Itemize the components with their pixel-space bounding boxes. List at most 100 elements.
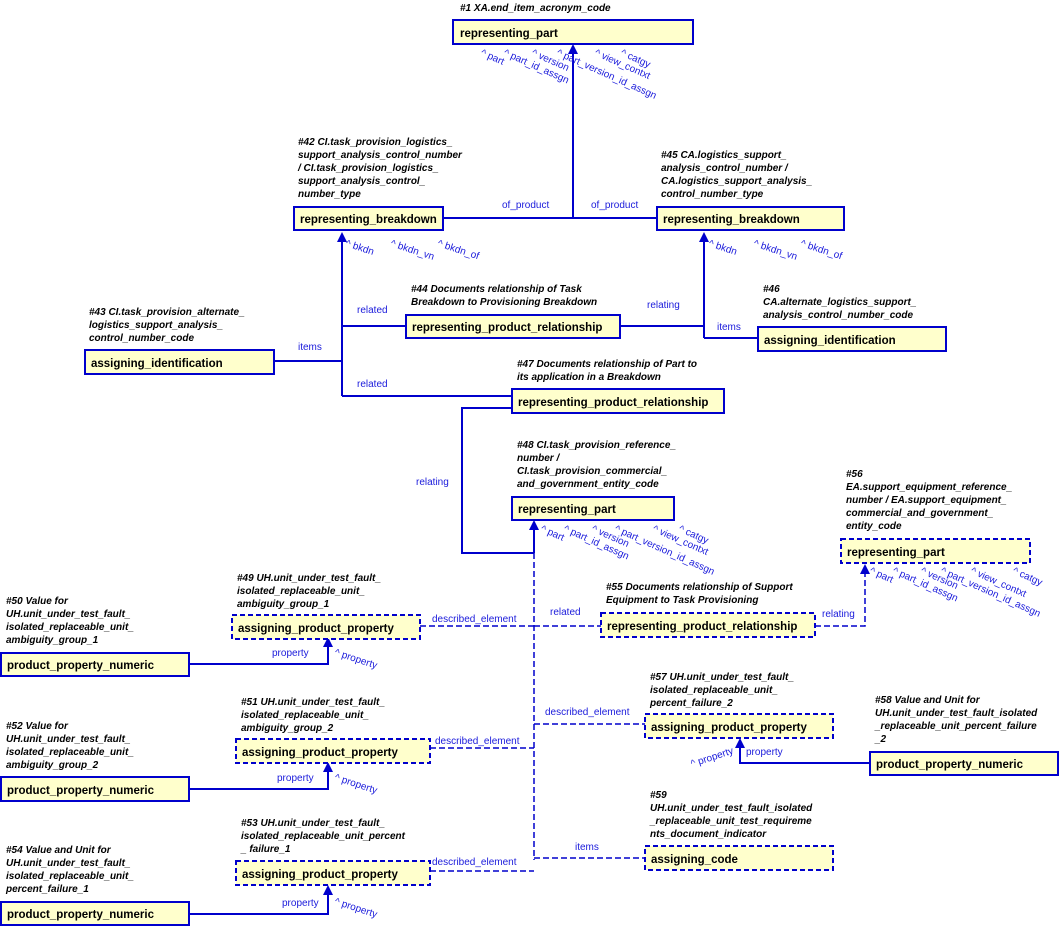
entity-product-property-numeric-50[interactable]: product_property_numeric xyxy=(0,652,190,677)
note-line: UH.unit_under_test_fault_isolated xyxy=(650,803,813,814)
label-described-element: described_element xyxy=(435,736,520,747)
label-of-product: of_product xyxy=(591,200,638,211)
note-line: percent_failure_2 xyxy=(649,698,733,709)
entity-assigning-identification-43[interactable]: assigning_identification xyxy=(84,349,275,375)
note-53: #53 UH.unit_under_test_fault_ isolated_re… xyxy=(240,818,406,855)
label-property: property xyxy=(282,898,319,909)
entity-product-property-numeric-54[interactable]: product_property_numeric xyxy=(0,901,190,926)
label-relating: relating xyxy=(822,609,855,620)
note-line: and_government_entity_code xyxy=(517,479,659,490)
label-related: related xyxy=(357,305,388,316)
note-line: isolated_replaceable_unit_percent xyxy=(241,831,406,842)
note-line: ambiguity_group_2 xyxy=(241,723,334,734)
entity-assigning-code-59[interactable]: assigning_code xyxy=(644,845,834,871)
label-relating: relating xyxy=(647,300,680,311)
note-line: CI.task_provision_commercial_ xyxy=(517,466,668,477)
note-line: isolated_replaceable_unit_ xyxy=(6,871,134,882)
label-property: property xyxy=(272,648,309,659)
label-inverse-bkdn-of: ^ bkdn_of xyxy=(436,238,481,262)
label-inverse-property: ^ property xyxy=(333,647,378,671)
entity-representing-breakdown-45[interactable]: representing_breakdown xyxy=(656,206,845,231)
note-line: _replaceable_unit_test_requireme xyxy=(649,816,812,827)
note-line: isolated_replaceable_unit_ xyxy=(650,685,778,696)
entity-label: assigning_identification xyxy=(91,358,223,370)
note-51: #51 UH.unit_under_test_fault_isolated_re… xyxy=(241,697,385,734)
note-line: #50 Value for xyxy=(6,596,69,607)
note-42: #42 CI.task_provision_logistics_ support_… xyxy=(297,137,463,200)
note-line: CA.logistics_support_analysis_ xyxy=(661,176,813,187)
note-line: analysis_control_number_code xyxy=(763,310,913,321)
label-inverse-property: ^ property xyxy=(333,896,378,920)
note-45: #45 CA.logistics_support_analysis_contro… xyxy=(661,150,813,200)
note-line: #44 Documents relationship of Task xyxy=(411,284,582,295)
note-line: #54 Value and Unit for xyxy=(6,845,112,856)
entity-label: assigning_product_property xyxy=(238,623,395,635)
entity-assigning-identification-46[interactable]: assigning_identification xyxy=(757,326,947,352)
entity-assigning-product-property-57[interactable]: assigning_product_property xyxy=(644,713,834,739)
entity-representing-product-relationship-47[interactable]: representing_product_relationship xyxy=(511,388,725,414)
note-line: EA.support_equipment_reference_ xyxy=(846,482,1013,493)
note-line: UH.unit_under_test_fault_ xyxy=(6,858,131,869)
note-49: #49 UH.unit_under_test_fault_isolated_re… xyxy=(237,573,381,610)
note-line: #59 xyxy=(650,790,667,801)
label-inverse-property: ^ property xyxy=(690,746,735,770)
entity-product-property-numeric-58[interactable]: product_property_numeric xyxy=(869,751,1059,776)
label-inverse-bkdn-vn: ^ bkdn_vn xyxy=(389,238,435,262)
note-line: entity_code xyxy=(846,521,902,532)
note-line: control_number_type xyxy=(661,189,764,200)
note-57: #57 UH.unit_under_test_fault_isolated_re… xyxy=(649,672,794,709)
entity-product-property-numeric-52[interactable]: product_property_numeric xyxy=(0,776,190,802)
note-line: support_analysis_control_number xyxy=(298,150,463,161)
entity-representing-product-relationship-44[interactable]: representing_product_relationship xyxy=(405,314,621,339)
label-inverse-bkdn-of: ^ bkdn_of xyxy=(799,238,844,262)
note-line: #46 xyxy=(763,284,780,295)
entity-assigning-product-property-49[interactable]: assigning_product_property xyxy=(231,614,421,640)
note-line: #49 UH.unit_under_test_fault_ xyxy=(237,573,381,584)
entity-representing-part-48[interactable]: representing_part xyxy=(511,496,675,521)
note-line: logistics_support_analysis_ xyxy=(89,320,223,331)
note-line: number / xyxy=(517,453,560,464)
label-inverse-bkdn-vn: ^ bkdn_vn xyxy=(752,238,798,262)
label-described-element: described_element xyxy=(432,614,517,625)
note-line: #48 CI.task_provision_reference_ xyxy=(517,440,676,451)
entity-representing-breakdown-42[interactable]: representing_breakdown xyxy=(293,206,444,231)
entity-representing-product-relationship-55[interactable]: representing_product_relationship xyxy=(600,612,816,638)
label-described-element: described_element xyxy=(432,857,517,868)
note-line: number / EA.support_equipment_ xyxy=(846,495,1007,506)
entity-label: assigning_product_property xyxy=(242,869,399,881)
entity-label: representing_breakdown xyxy=(663,214,800,226)
note-line: #42 CI.task_provision_logistics_ xyxy=(298,137,453,148)
entity-label: representing_breakdown xyxy=(300,214,437,226)
entity-assigning-product-property-51[interactable]: assigning_product_property xyxy=(235,738,431,764)
note-1: #1 XA.end_item_acronym_code xyxy=(460,3,611,14)
note-line: #53 UH.unit_under_test_fault_ xyxy=(241,818,385,829)
note-line: UH.unit_under_test_fault_ xyxy=(6,734,131,745)
note-line: #58 Value and Unit for xyxy=(875,695,981,706)
connectors xyxy=(189,44,870,915)
label-of-product: of_product xyxy=(502,200,549,211)
entity-label: product_property_numeric xyxy=(876,759,1024,771)
entity-label: assigning_product_property xyxy=(651,722,808,734)
entity-representing-part-1[interactable]: representing_part xyxy=(452,19,694,45)
entity-assigning-product-property-53[interactable]: assigning_product_property xyxy=(235,860,431,886)
entity-label: representing_product_relationship xyxy=(518,397,708,409)
entity-label: product_property_numeric xyxy=(7,660,155,672)
entity-representing-part-56[interactable]: representing_part xyxy=(840,538,1031,564)
note-line: #1 XA.end_item_acronym_code xyxy=(460,3,611,14)
label-inverse-property: ^ property xyxy=(333,772,378,796)
entity-label: assigning_identification xyxy=(764,335,896,347)
note-line: #45 CA.logistics_support_ xyxy=(661,150,787,161)
label-described-element: described_element xyxy=(545,707,630,718)
label-related: related xyxy=(550,607,581,618)
entity-label: representing_product_relationship xyxy=(412,322,602,334)
note-line: support_analysis_control_ xyxy=(298,176,426,187)
entity-label: representing_product_relationship xyxy=(607,621,797,633)
